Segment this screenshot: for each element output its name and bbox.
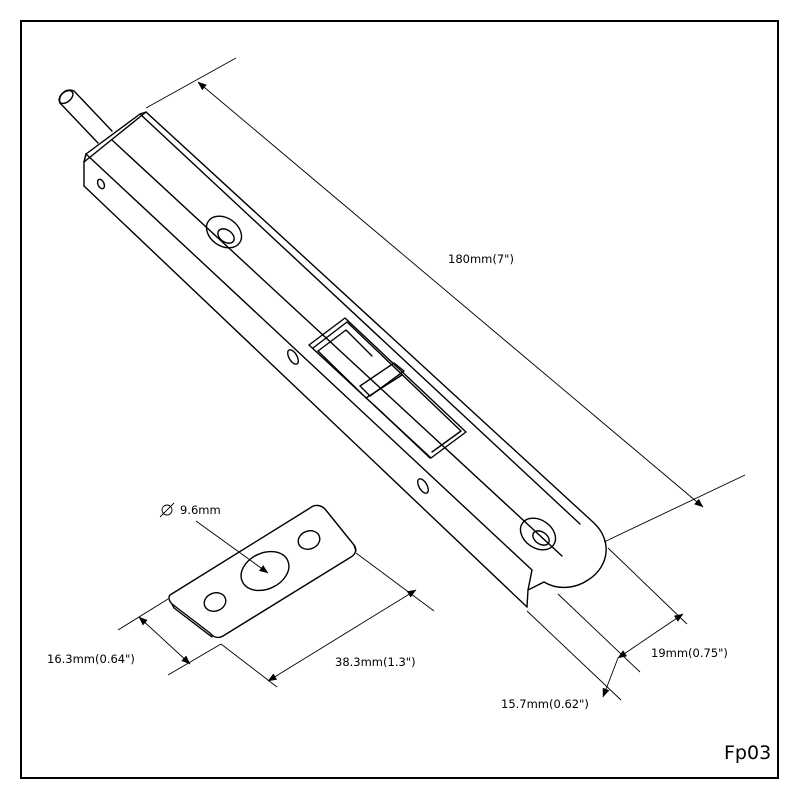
flush-bolt <box>58 89 607 608</box>
width-bolt-label: 19mm(0.75") <box>651 646 728 660</box>
drawing-code: Fp03 <box>724 742 771 764</box>
plate-screw-hole-right <box>297 530 321 550</box>
dimension-hole-diameter <box>159 502 269 574</box>
depth-bolt-label: 15.7mm(0.62") <box>501 697 589 711</box>
side-hole-1 <box>287 349 299 365</box>
lower-screw-hole <box>519 517 557 551</box>
hole-diameter-label: 9.6mm <box>180 503 221 517</box>
dimension-length <box>145 57 746 543</box>
plate-length-label: 38.3mm(1.3") <box>335 655 416 669</box>
plate-width-label: 16.3mm(0.64") <box>47 652 135 666</box>
dimension-plate-length <box>220 552 435 688</box>
dimension-width-bolt <box>557 547 688 673</box>
plate-bolt-hole <box>240 550 290 592</box>
bolt-pin <box>58 89 113 144</box>
side-hole-2 <box>417 478 429 494</box>
end-hole <box>96 178 106 190</box>
plate-screw-hole-left <box>203 592 227 612</box>
strike-plate <box>168 504 357 639</box>
drawing-border <box>20 20 779 779</box>
diameter-symbol-icon <box>159 502 175 518</box>
upper-screw-hole <box>205 215 243 249</box>
length-label: 180mm(7") <box>448 252 514 266</box>
dimension-plate-width <box>117 598 222 676</box>
slide-lever <box>308 317 467 459</box>
dimension-depth-bolt <box>526 610 622 701</box>
